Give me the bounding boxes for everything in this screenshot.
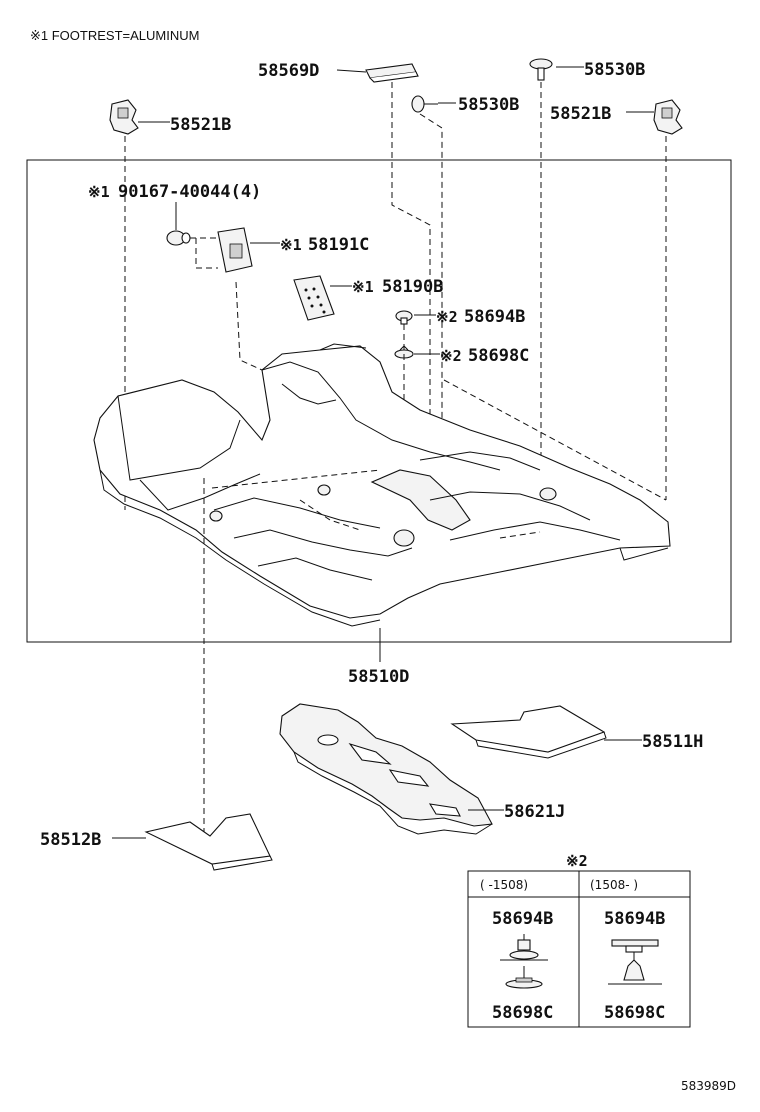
footrest-58191C-shape[interactable] bbox=[217, 227, 253, 273]
label-90167[interactable]: 90167-40044(4) bbox=[118, 182, 261, 202]
diagram-id: 583989D bbox=[681, 1079, 736, 1093]
label-58621J[interactable]: 58621J bbox=[504, 802, 565, 822]
label-58694B[interactable]: 58694B bbox=[464, 307, 525, 327]
inset-title: ※2 bbox=[566, 852, 588, 870]
label-58521B-right[interactable]: 58521B bbox=[550, 104, 611, 124]
screw-90167-shape[interactable] bbox=[166, 230, 191, 246]
inset-col1-clip-bottom bbox=[505, 966, 543, 989]
hook-58521B-left-shape[interactable] bbox=[109, 99, 139, 135]
clip-58530B-top-shape[interactable] bbox=[529, 58, 553, 81]
mark1-58191C: ※1 bbox=[280, 236, 302, 254]
mat-58512B-shape[interactable] bbox=[144, 813, 273, 871]
dashline-carpet-inner bbox=[299, 499, 361, 531]
label-58191C[interactable]: 58191C bbox=[308, 235, 369, 255]
label-58510D[interactable]: 58510D bbox=[348, 667, 409, 687]
cover-58569D-shape[interactable] bbox=[365, 63, 419, 83]
inset-col1-bottom-label[interactable]: 58698C bbox=[492, 1003, 553, 1023]
clip-58694B-shape[interactable] bbox=[395, 310, 413, 325]
dashline-90167 bbox=[190, 237, 218, 269]
mat-58511H-shape[interactable] bbox=[450, 705, 607, 759]
label-58521B-left[interactable]: 58521B bbox=[170, 115, 231, 135]
label-58512B[interactable]: 58512B bbox=[40, 830, 101, 850]
inset-col1-top-label[interactable]: 58694B bbox=[492, 909, 553, 929]
label-58530B-mid[interactable]: 58530B bbox=[458, 95, 519, 115]
mark1-58190B: ※1 bbox=[352, 278, 374, 296]
floor-carpet-58510D-shape[interactable] bbox=[93, 343, 671, 627]
footrest-58190B-shape[interactable] bbox=[293, 275, 335, 321]
leader-58569D bbox=[336, 69, 367, 73]
inset-col2-header: (1508- ) bbox=[590, 878, 638, 892]
footrest-note: ※1 FOOTREST=ALUMINUM bbox=[30, 28, 199, 43]
silencer-58621J-shape[interactable] bbox=[279, 703, 493, 835]
dashline-58569D bbox=[391, 82, 431, 440]
dashline-carpet-guides bbox=[211, 379, 667, 539]
label-58698C[interactable]: 58698C bbox=[468, 346, 529, 366]
mark2-58694B: ※2 bbox=[436, 308, 458, 326]
inset-col1-header: ( -1508) bbox=[480, 878, 528, 892]
label-58530B-top[interactable]: 58530B bbox=[584, 60, 645, 80]
hook-58521B-right-shape[interactable] bbox=[653, 99, 683, 135]
label-58511H[interactable]: 58511H bbox=[642, 732, 703, 752]
main-assembly-frame bbox=[26, 159, 732, 643]
mark2-58698C: ※2 bbox=[440, 347, 462, 365]
label-58569D[interactable]: 58569D bbox=[258, 61, 319, 81]
label-58190B[interactable]: 58190B bbox=[382, 277, 443, 297]
inset-col2-bottom-label[interactable]: 58698C bbox=[604, 1003, 665, 1023]
dashline-58191C bbox=[235, 281, 263, 371]
inset-col2-top-label[interactable]: 58694B bbox=[604, 909, 665, 929]
inset-col1-clip-top bbox=[500, 934, 548, 961]
mark1-90167: ※1 bbox=[88, 183, 110, 201]
inset-col2-clip-bottom bbox=[608, 952, 662, 985]
dashline-58530B-mid bbox=[419, 113, 443, 450]
inset-col2-clip-top bbox=[611, 939, 659, 953]
clip-58530B-mid-shape[interactable] bbox=[411, 95, 438, 113]
